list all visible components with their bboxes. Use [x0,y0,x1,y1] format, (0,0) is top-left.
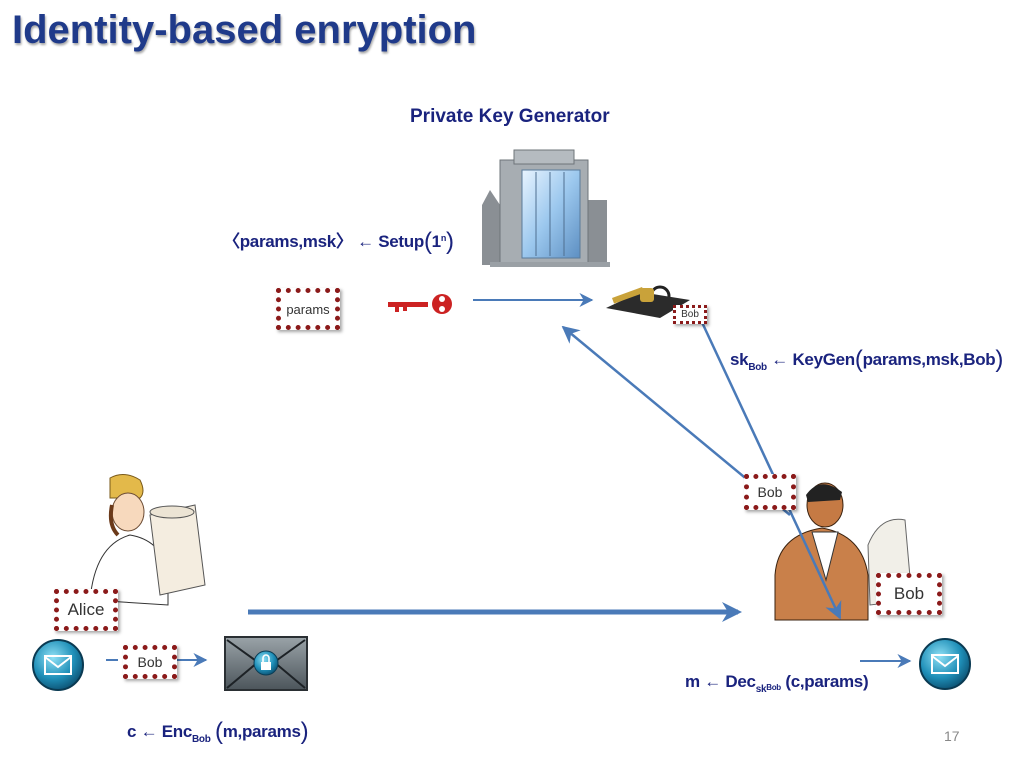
bob-tag-user: Bob [876,573,942,615]
alice-figure-icon [89,474,206,606]
pkg-label: Private Key Generator [410,106,610,127]
alice-tag: Alice [54,589,118,631]
building-icon [482,149,610,267]
arrow-pkg-to-bob [698,317,842,620]
bob-tag-sender: Bob [123,645,177,679]
locked-envelope-icon [224,636,308,691]
bob-tag-pkg: Bob [673,305,707,324]
page-number: 17 [944,728,960,744]
master-key-icon [388,294,452,314]
keys-icon [606,285,690,318]
setup-formula: 〈params,msk〉 ← Setup(1n) [223,228,454,255]
keygen-formula: skBob ← KeyGen(params,msk,Bob) [730,346,1004,373]
bob-tag-request: Bob [744,474,796,510]
mail-icon-bob [919,638,971,690]
slide-title: Identity-based enryption [12,8,477,52]
dec-formula: m ← DecskBob (c,params) [685,672,869,695]
params-tag: params [276,288,340,330]
enc-formula: c ← EncBob (m,params) [127,718,309,745]
mail-icon-alice [32,639,84,691]
